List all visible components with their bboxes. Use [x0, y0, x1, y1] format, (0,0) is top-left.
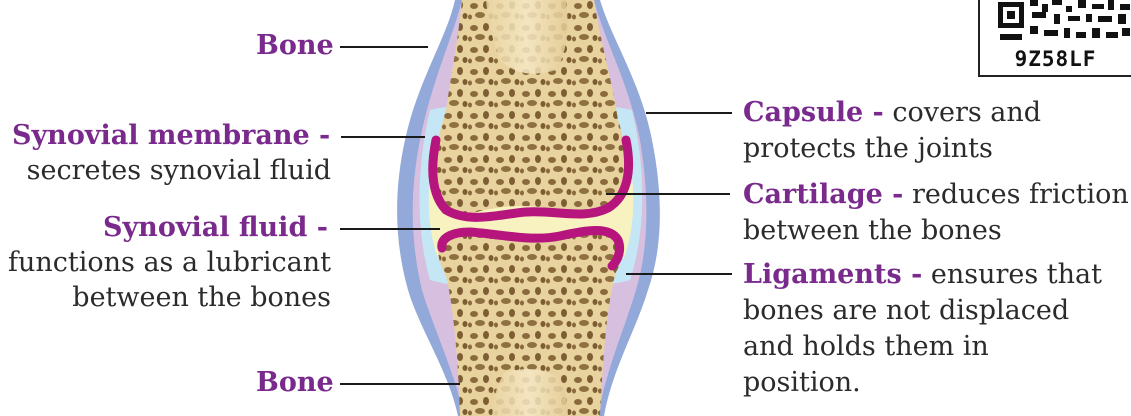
label-bone-bottom: Bone [256, 366, 334, 399]
desc-ligaments-4: position. [743, 366, 861, 399]
leader-line-synovial-membrane [341, 136, 425, 138]
desc-capsule-1: covers and [884, 97, 1041, 128]
label-capsule: Capsule - covers and [743, 96, 1041, 129]
leader-line-synovial-fluid [340, 228, 440, 230]
qr-code-icon [996, 0, 1131, 46]
leader-line-cartilage [606, 193, 730, 195]
desc-capsule-2: protects the joints [743, 132, 993, 165]
label-ligaments: Ligaments - ensures that [743, 258, 1102, 291]
leader-line-capsule [646, 112, 732, 114]
label-synovial-fluid: Synovial fluid - [103, 211, 328, 244]
term-capsule: Capsule - [743, 97, 884, 128]
desc-ligaments-2: bones are not displaced [743, 294, 1069, 327]
leader-line-bone-top [340, 46, 428, 48]
label-cartilage: Cartilage - reduces friction [743, 178, 1129, 211]
leader-line-bone-bottom [340, 383, 460, 385]
desc-synovial-membrane: secretes synovial fluid [27, 154, 331, 187]
term-ligaments: Ligaments - [743, 259, 922, 290]
label-synovial-membrane: Synovial membrane - [12, 119, 330, 152]
term-cartilage: Cartilage - [743, 179, 903, 210]
label-bone-top: Bone [256, 29, 334, 62]
knee-joint-illustration [380, 0, 700, 416]
desc-synovial-fluid-1: functions as a lubricant [8, 246, 331, 279]
qr-code-box[interactable]: 9Z58LF [978, 0, 1131, 77]
desc-cartilage-2: between the bones [743, 214, 1002, 247]
qr-code-text: 9Z58LF [980, 47, 1131, 71]
desc-cartilage-1: reduces friction [903, 179, 1128, 210]
leader-line-ligaments [626, 273, 732, 275]
desc-synovial-fluid-2: between the bones [72, 281, 331, 314]
desc-ligaments-3: and holds them in [743, 330, 989, 363]
desc-ligaments-1: ensures that [922, 259, 1102, 290]
